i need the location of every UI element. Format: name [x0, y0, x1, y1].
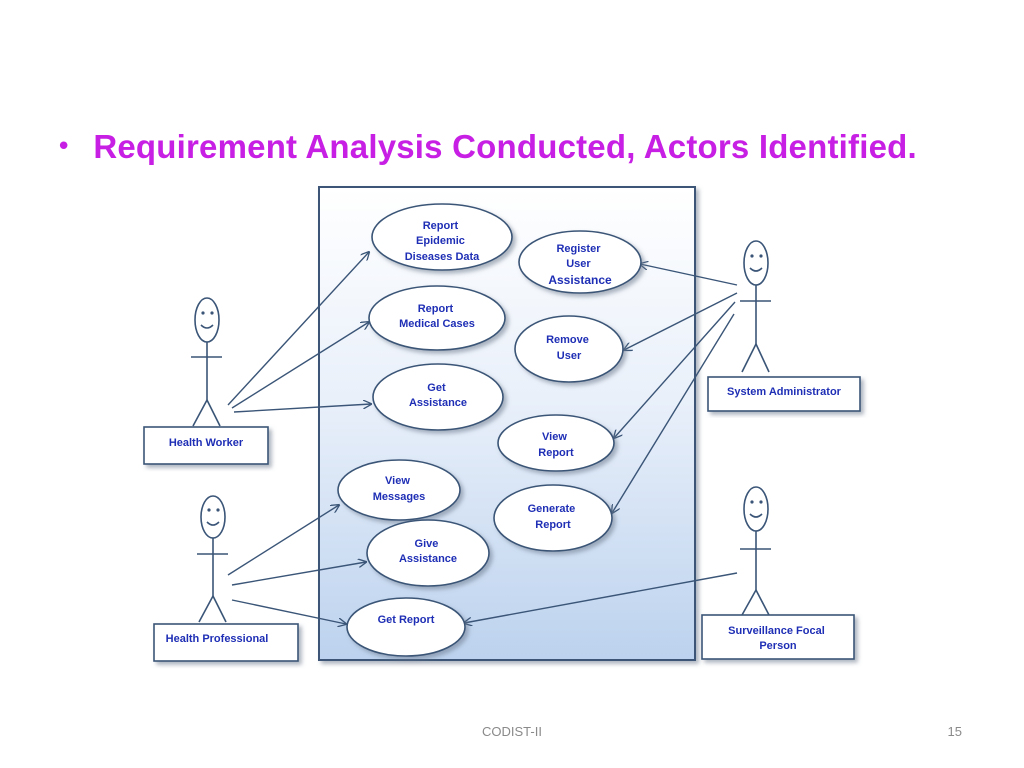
actor-label: Person [759, 640, 797, 652]
svg-text:Surveillance Focal P: Surveillance Focal Person [728, 625, 828, 652]
svg-text:Generate Report: Generate Report [528, 503, 579, 531]
use-case-label: Medical Cases [399, 318, 475, 330]
use-case-label: Report [538, 447, 574, 459]
use-case-label: Messages [373, 491, 426, 503]
association-health-professional-give-assistance [231, 562, 366, 586]
svg-text:System Administrator: System Administrator [727, 386, 842, 398]
use-case-get-assistance: Get Assistance [372, 363, 504, 431]
association-admin-view-report [614, 301, 736, 438]
slide-heading: Requirement Analysis Conducted, Actors I… [93, 128, 917, 165]
svg-text:Register User: Register User Assistance [548, 243, 612, 287]
use-case-view-messages: View Messages [337, 459, 461, 521]
svg-text:Health Professional: Health Professional [166, 633, 269, 645]
use-case-label: Report [535, 519, 571, 531]
actor-label: System Administrator [727, 386, 842, 398]
use-cases: Report Epidemic Diseases Data Report Med… [337, 203, 642, 657]
association-admin-remove-user [624, 292, 738, 350]
association-admin-register-user [640, 264, 738, 286]
svg-text:Get Assistance: Get Assistance [409, 382, 467, 409]
use-case-remove-user: Remove User [514, 315, 624, 383]
svg-text:Remove User: Remove User [546, 334, 592, 362]
association-health-worker-get-assistance [233, 404, 371, 413]
use-case-label: Get Report [378, 614, 435, 626]
svg-text:Health Worker: Health Worker [169, 437, 244, 449]
association-health-professional-view-messages [227, 505, 339, 576]
association-surveillance-get-report [464, 572, 738, 623]
association-lines [227, 252, 738, 624]
use-case-label: View [385, 475, 410, 487]
actors: Health Worker Health Professional [143, 240, 861, 662]
use-case-label: Assistance [409, 397, 467, 409]
use-case-label: Report [418, 303, 454, 315]
use-case-label: Register [556, 243, 601, 255]
stick-figure-icon [740, 486, 771, 616]
svg-text:Report Epidemic: Report Epidemic Diseases Data [405, 220, 480, 263]
association-admin-generate-report [612, 313, 735, 513]
svg-text:View Report: View Report [538, 431, 574, 459]
use-case-report-medical-cases: Report Medical Cases [368, 285, 506, 351]
use-case-label: Epidemic [416, 235, 465, 247]
association-health-worker-report-medical [231, 322, 369, 409]
association-health-worker-report-epidemic [227, 252, 369, 406]
svg-text:Give Assistance: Give Assistance [399, 538, 457, 565]
use-case-get-report: Get Report [346, 597, 466, 657]
use-case-label: User [566, 258, 591, 270]
actor-system-administrator: System Administrator [707, 240, 861, 412]
use-case-label: Get [427, 382, 446, 394]
use-case-label: Remove [546, 334, 589, 346]
page-number: 15 [947, 724, 962, 739]
svg-text:Report Medical Cases: Report Medical Cases [399, 303, 475, 330]
svg-text:Get Report: Get Report [378, 614, 435, 626]
stick-figure-icon [197, 495, 228, 623]
footer-text: CODIST-II [482, 724, 542, 739]
association-health-professional-get-report [231, 599, 346, 624]
use-case-label: Diseases Data [405, 251, 480, 263]
svg-text:View Messages: View Messages [373, 475, 426, 503]
actor-surveillance-focal-person: Surveillance Focal Person [701, 486, 855, 660]
use-case-label: Give [415, 538, 439, 550]
bullet-dot-icon: • [56, 132, 72, 162]
stick-figure-icon [191, 297, 222, 427]
actor-label: Health Worker [169, 437, 244, 449]
use-case-give-assistance: Give Assistance [366, 519, 490, 587]
stick-figure-icon [740, 240, 771, 373]
use-case-view-report: View Report [497, 414, 615, 472]
bullet-point: • Requirement Analysis Conducted, Actors… [56, 128, 917, 166]
actor-label: Surveillance Focal [728, 625, 825, 637]
use-case-generate-report: Generate Report [493, 484, 613, 552]
use-case-label: Assistance [548, 273, 612, 287]
use-case-label: Generate [528, 503, 576, 515]
actor-label: Health Professional [166, 633, 269, 645]
actor-health-worker: Health Worker [143, 297, 269, 465]
actor-health-professional: Health Professional [153, 495, 299, 662]
use-case-label: View [542, 431, 567, 443]
use-case-report-epidemic: Report Epidemic Diseases Data [371, 203, 513, 271]
use-case-label: User [557, 350, 582, 362]
use-case-label: Assistance [399, 553, 457, 565]
use-case-register-user: Register User Assistance [518, 230, 642, 294]
use-case-label: Report [423, 220, 459, 232]
